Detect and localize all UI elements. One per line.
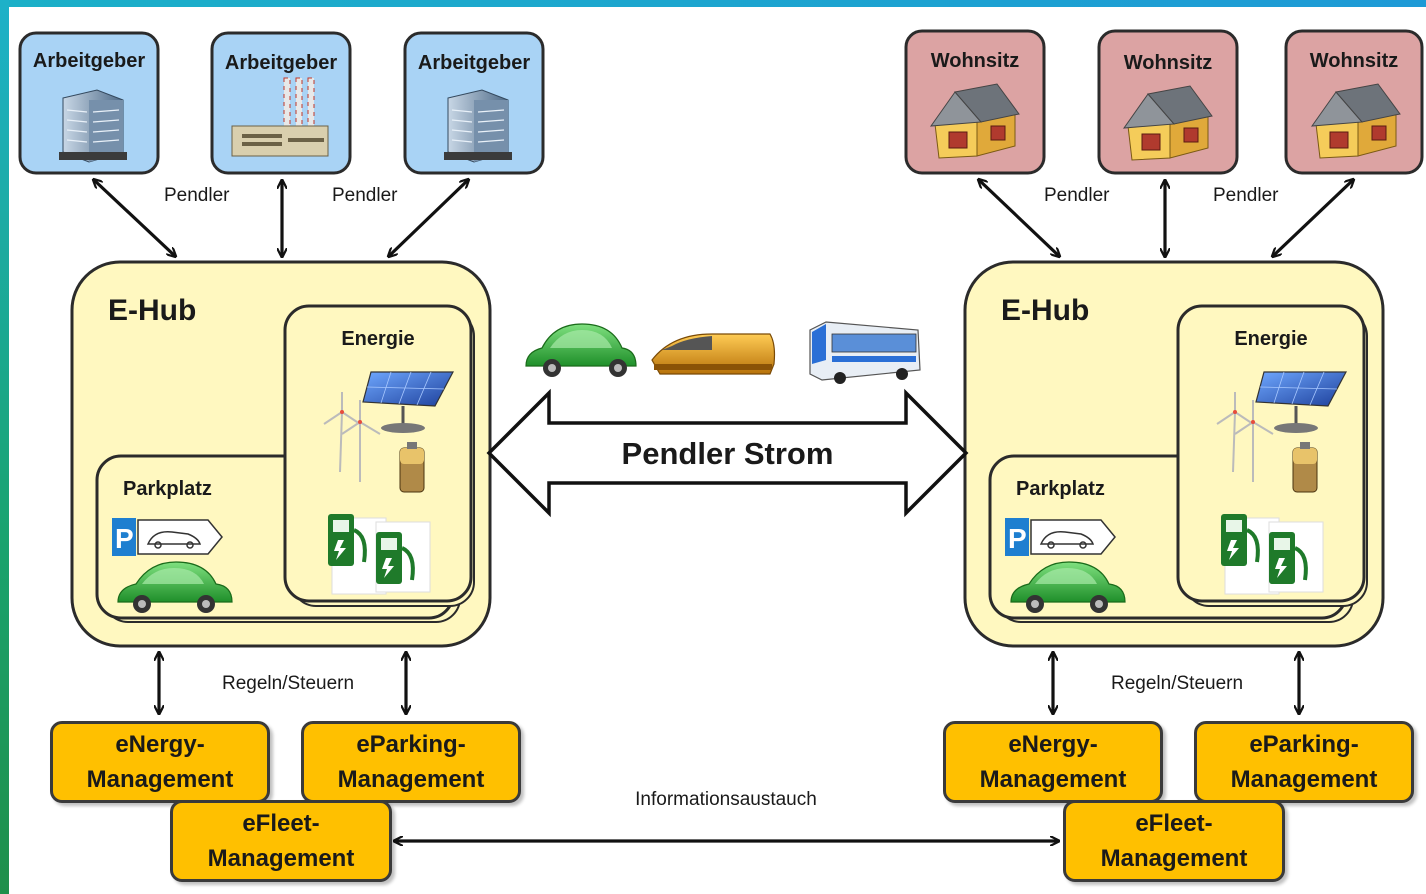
- office-building-icon: [444, 89, 512, 163]
- solar-panel-icon: [1255, 371, 1347, 433]
- commuter-arrows-right: [979, 180, 1353, 256]
- parking-management-line-1: eParking-: [356, 731, 466, 758]
- flow-label: Pendler Strom: [621, 436, 834, 471]
- control-label: Regeln/Steuern: [1111, 673, 1244, 694]
- commuter-arrows-left: [94, 180, 468, 256]
- top-accent-bar: [0, 0, 1426, 7]
- electric-car-icon: [1010, 561, 1126, 613]
- house-icon: [1122, 85, 1213, 161]
- energy-label: Energie: [1234, 328, 1308, 350]
- parking-management-box: eParking- Management: [301, 721, 521, 803]
- commuter-flow-double-arrow: [486, 388, 969, 518]
- employer-label: Arbeitgeber: [224, 52, 338, 74]
- wind-turbine-icon: [323, 392, 381, 482]
- hub-title: E-Hub: [1001, 294, 1090, 327]
- battery-icon: [399, 442, 425, 493]
- residence-label: Wohnsitz: [1309, 50, 1399, 72]
- train-icon: [651, 333, 776, 375]
- energy-label: Energie: [341, 328, 415, 350]
- factory-icon: [231, 77, 329, 157]
- ev-parking-sign-icon: P: [112, 518, 223, 556]
- electric-car-icon: [117, 561, 233, 613]
- control-label: Regeln/Steuern: [222, 673, 355, 694]
- energy-management-box: eNergy- Management: [50, 721, 270, 803]
- fleet-management-box: eFleet- Management: [1063, 800, 1285, 882]
- energy-management-box: eNergy- Management: [943, 721, 1163, 803]
- fleet-management-line-1: eFleet-: [242, 810, 320, 837]
- energy-management-line-2: Management: [979, 766, 1127, 793]
- control-arrows: [159, 653, 1299, 713]
- wind-turbine-icon: [1216, 392, 1274, 482]
- svg-text:P: P: [115, 523, 134, 554]
- solar-panel-icon: [362, 371, 454, 433]
- commuter-label: Pendler: [332, 185, 398, 206]
- left-accent-bar: [0, 0, 9, 894]
- charging-station-icon: [1268, 521, 1324, 593]
- fleet-management-line-1: eFleet-: [1135, 810, 1213, 837]
- house-icon: [1310, 83, 1401, 159]
- energy-management-line-1: eNergy-: [1008, 731, 1098, 758]
- parking-label: Parkplatz: [123, 478, 212, 500]
- svg-text:P: P: [1008, 523, 1027, 554]
- commuter-label: Pendler: [164, 185, 230, 206]
- battery-icon: [1292, 442, 1318, 493]
- residence-label: Wohnsitz: [1123, 52, 1213, 74]
- residence-label: Wohnsitz: [930, 50, 1020, 72]
- commuter-label: Pendler: [1213, 185, 1279, 206]
- parking-management-line-2: Management: [337, 766, 485, 793]
- fleet-management-box: eFleet- Management: [170, 800, 392, 882]
- house-icon: [929, 83, 1020, 159]
- hub-title: E-Hub: [108, 294, 197, 327]
- fleet-management-line-2: Management: [207, 845, 355, 872]
- parking-management-box: eParking- Management: [1194, 721, 1414, 803]
- ev-parking-sign-icon: P: [1005, 518, 1116, 556]
- energy-management-line-2: Management: [86, 766, 234, 793]
- office-building-icon: [59, 89, 127, 163]
- info-exchange-label: Informationsaustauch: [635, 789, 817, 810]
- parking-label: Parkplatz: [1016, 478, 1105, 500]
- employer-label: Arbeitgeber: [417, 52, 531, 74]
- employer-label: Arbeitgeber: [32, 50, 146, 72]
- parking-management-line-2: Management: [1230, 766, 1378, 793]
- energy-management-line-1: eNergy-: [115, 731, 205, 758]
- parking-management-line-1: eParking-: [1249, 731, 1359, 758]
- charging-station-icon: [375, 521, 431, 593]
- electric-car-icon: [525, 323, 637, 377]
- commuter-label: Pendler: [1044, 185, 1110, 206]
- bus-icon: [809, 321, 921, 384]
- fleet-management-line-2: Management: [1100, 845, 1248, 872]
